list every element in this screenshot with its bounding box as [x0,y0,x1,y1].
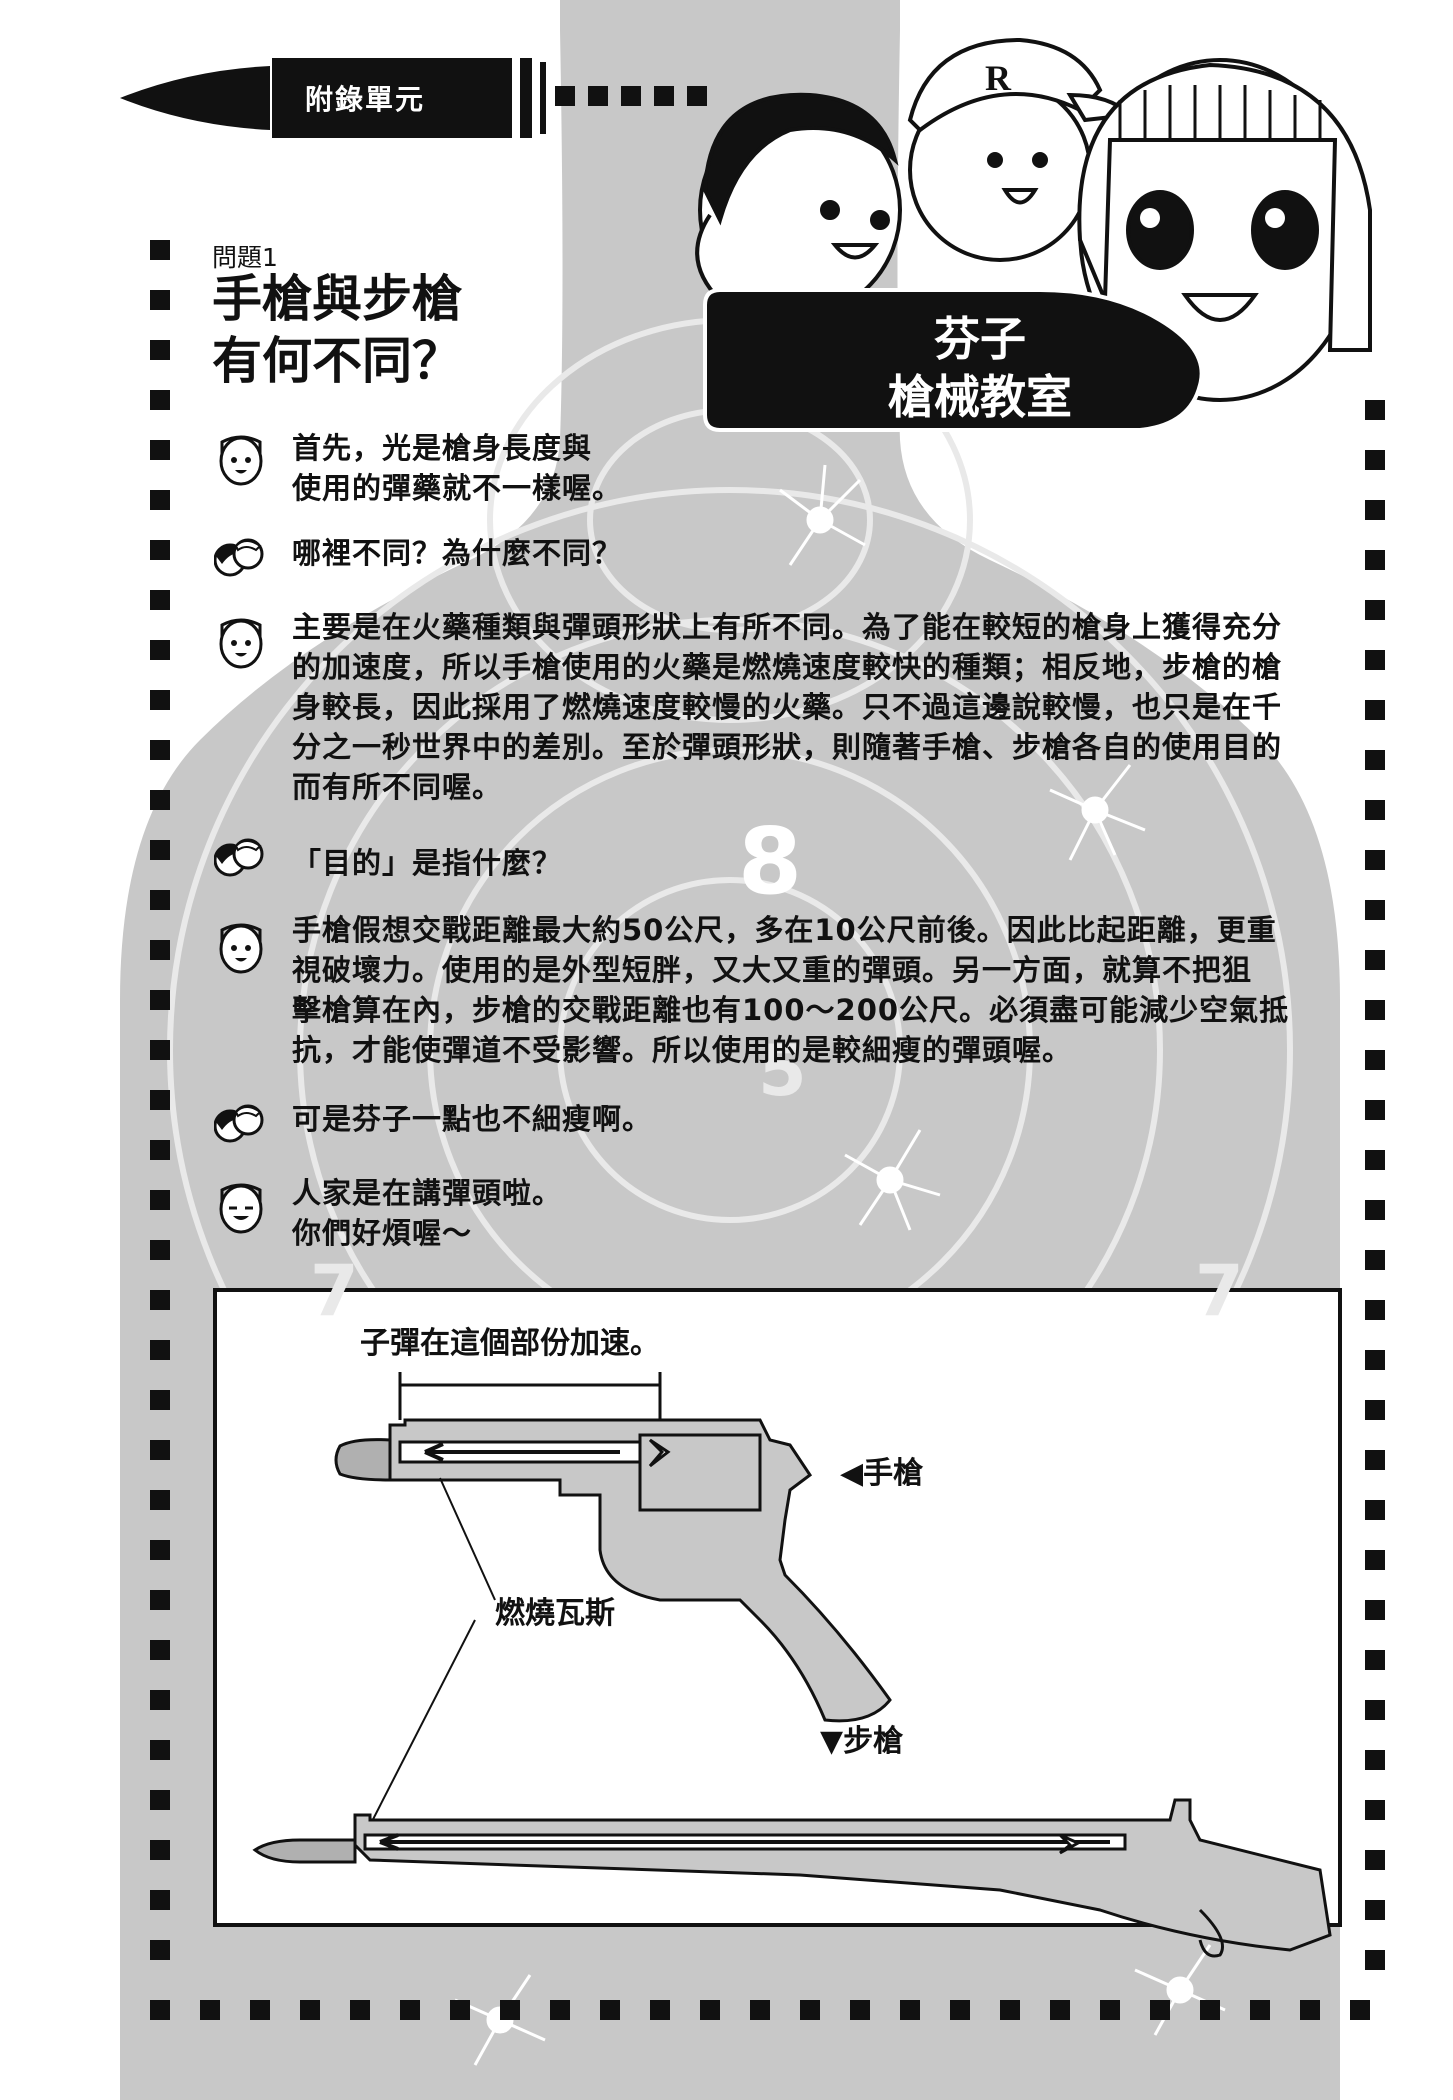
combustion-gas-label: 燃燒瓦斯 [495,1596,615,1631]
svg-text:R: R [985,58,1012,98]
dialogue-line-6: 可是芬子一點也不細瘦啊。 [292,1102,653,1136]
bullet-banner [120,58,546,138]
target-number-5: 5 [758,1030,807,1112]
fenko-face-icon [218,432,264,486]
question-number: 問題1 [212,243,278,272]
appendix-banner-label: 附錄單元 [304,83,425,116]
classroom-title: 芬子 槍械教室 [888,312,1072,424]
dialogue-line-5: 手槍假想交戰距離最大約50公尺，多在10公尺前後。因此比起距離，更重 視破壞力。… [292,913,1290,1067]
dialogue-line-7: 人家是在講彈頭啦。 你們好煩喔～ [292,1176,563,1250]
handgun-diagram [334,1418,892,1723]
gas-pointer-lines [364,1477,496,1836]
dialogue-line-2: 哪裡不同？為什麼不同？ [292,536,623,570]
target-number-7-left: 7 [310,1250,359,1332]
accel-span-marker [398,1372,662,1420]
dialogue-line-3: 主要是在火藥種類與彈頭形狀上有所不同。為了能在較短的槍身上獲得充分 的加速度，所… [292,610,1283,804]
class-title-badge [703,288,1204,432]
fenko-face-icon [218,920,264,974]
kids-face-icon [213,532,264,586]
fenko-face-icon [218,1180,264,1234]
question-title: 手槍與步槍 有何不同？ [212,270,462,390]
target-number-7-right: 7 [1195,1250,1244,1332]
dialogue-line-4: 「目的」是指什麼？ [292,846,563,880]
handgun-label: ◀手槍 [840,1456,924,1491]
acceleration-caption: 子彈在這個部份加速。 [360,1326,660,1361]
kids-face-icon [213,1098,264,1152]
rifle-diagram [252,1798,1332,1958]
kids-face-icon [213,832,264,886]
dialogue-line-1: 首先，光是槍身長度與 使用的彈藥就不一樣喔。 [292,431,623,505]
bullet-holes [454,464,1226,2066]
rifle-label: ▼步槍 [820,1724,904,1759]
target-number-8: 8 [738,808,803,915]
dashed-frame [150,86,1385,2020]
fenko-face-icon [218,615,264,669]
